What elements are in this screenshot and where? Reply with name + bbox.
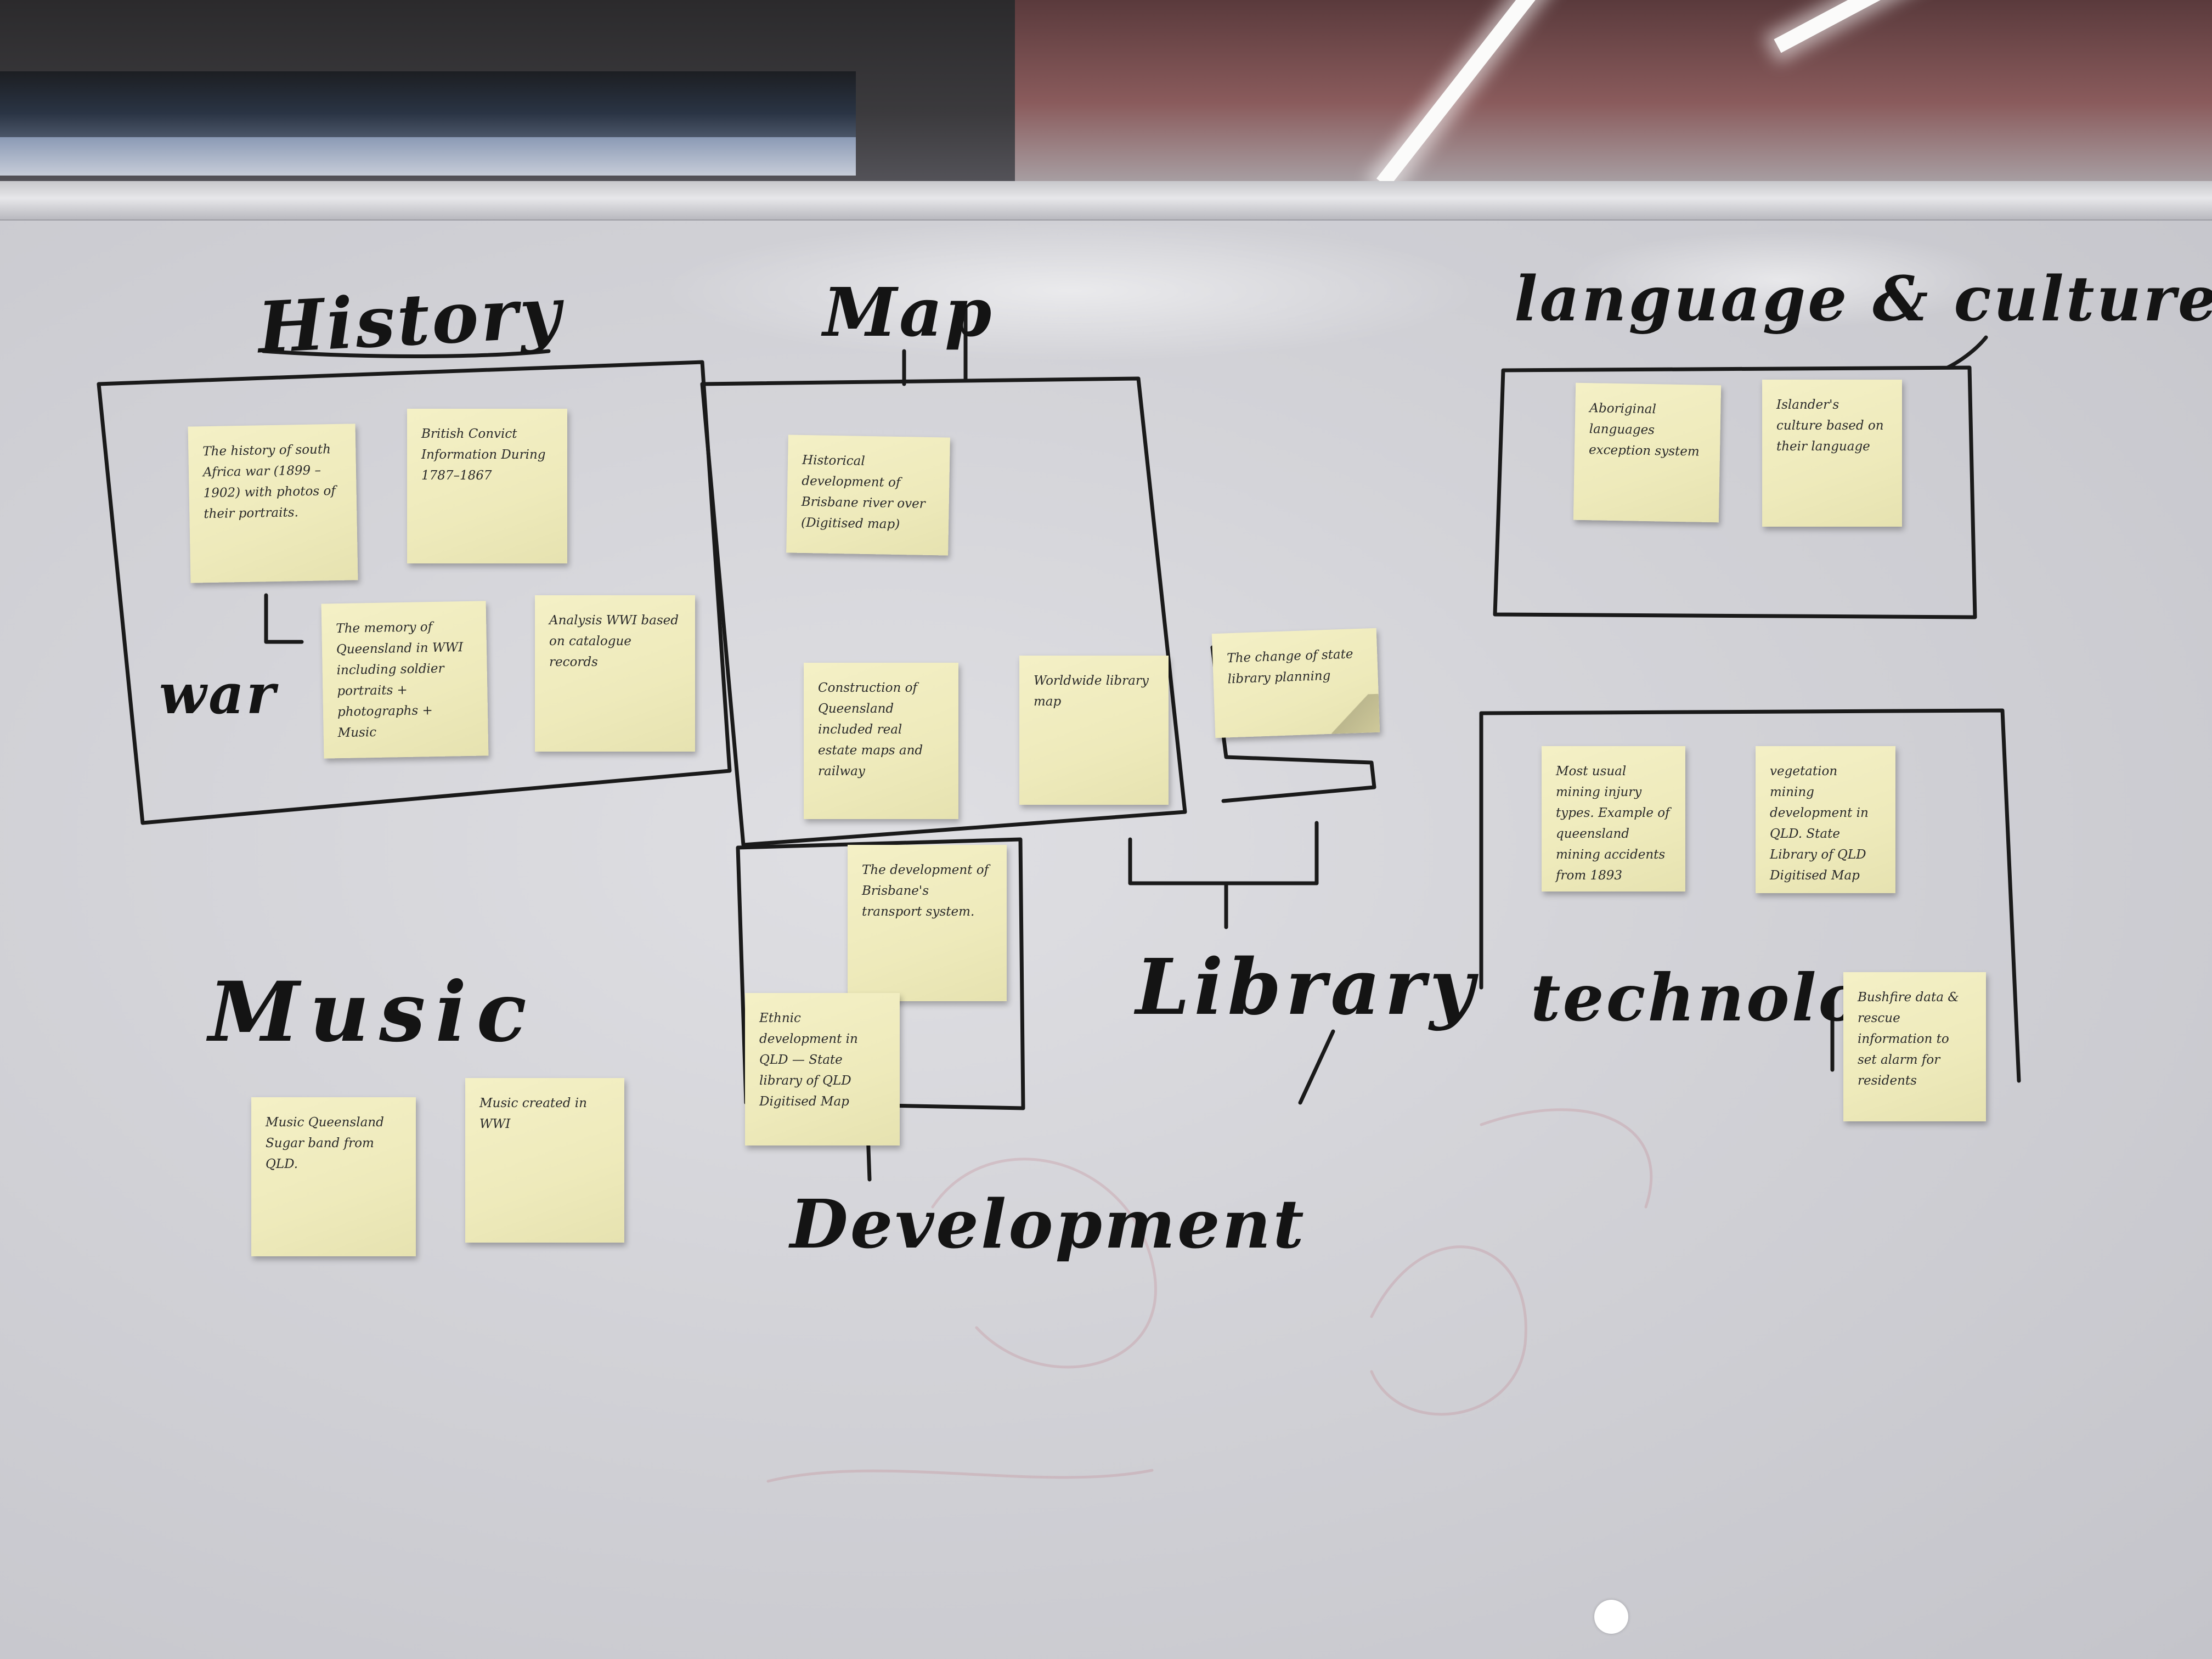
window-pane (0, 137, 856, 176)
back-wall (1015, 0, 2212, 187)
sticky-note-lang-islanders-culture[interactable]: Islander's culture based on their langua… (1762, 380, 1902, 527)
heading-development: Development (790, 1184, 1306, 1263)
window (0, 71, 856, 176)
glare (658, 219, 1481, 362)
heading-history: History (256, 271, 565, 370)
page-indicator-dot (1594, 1600, 1628, 1634)
sticky-note-tech-bushfire-information[interactable]: Bushfire data & rescue information to se… (1843, 972, 1986, 1121)
sticky-note-library-state-library[interactable]: The change of state library planning (1211, 628, 1380, 738)
sticky-note-tech-vegetation-mining[interactable]: vegetation mining development in QLD. St… (1756, 746, 1895, 893)
sticky-note-music-wwi[interactable]: Music created in WWI (465, 1078, 624, 1243)
sticky-note-music-queensland-sugar[interactable]: Music Queensland Sugar band from QLD. (251, 1097, 416, 1256)
heading-music: Music (208, 964, 537, 1060)
sticky-note-war-memory-queensland[interactable]: The memory of Queensland in WWI includin… (321, 601, 489, 759)
heading-language-culture: language & culture (1514, 263, 2212, 335)
sticky-note-map-brisbane-river[interactable]: Historical development of Brisbane river… (786, 435, 950, 556)
sticky-note-dev-brisbane-transport[interactable]: The development of Brisbane's transport … (848, 845, 1007, 1001)
sticky-note-history-south-africa-war[interactable]: The history of south Africa war (1899 – … (188, 424, 358, 583)
sticky-note-dev-ethnic-development[interactable]: Ethnic development in QLD — State librar… (745, 993, 900, 1146)
ceiling-background (0, 0, 2212, 187)
sticky-note-tech-mining-injury[interactable]: Most usual mining injury types. Example … (1542, 746, 1685, 891)
sticky-note-map-construction-queensland[interactable]: Construction of Queensland included real… (804, 663, 958, 819)
heading-library: Library (1136, 943, 1479, 1032)
glare (1564, 230, 2002, 329)
heading-map: Map (823, 273, 994, 352)
sticky-note-history-british-convict[interactable]: British Convict Information During 1787–… (407, 409, 567, 563)
sticky-note-lang-aboriginal-languages[interactable]: Aboriginal languages exception system (1573, 382, 1722, 523)
heading-war: war (159, 662, 278, 726)
sticky-note-map-worldwide-library[interactable]: Worldwide library map (1019, 656, 1169, 805)
sticky-note-war-analysis-wwi[interactable]: Analysis WWI based on catalogue records (535, 595, 695, 752)
